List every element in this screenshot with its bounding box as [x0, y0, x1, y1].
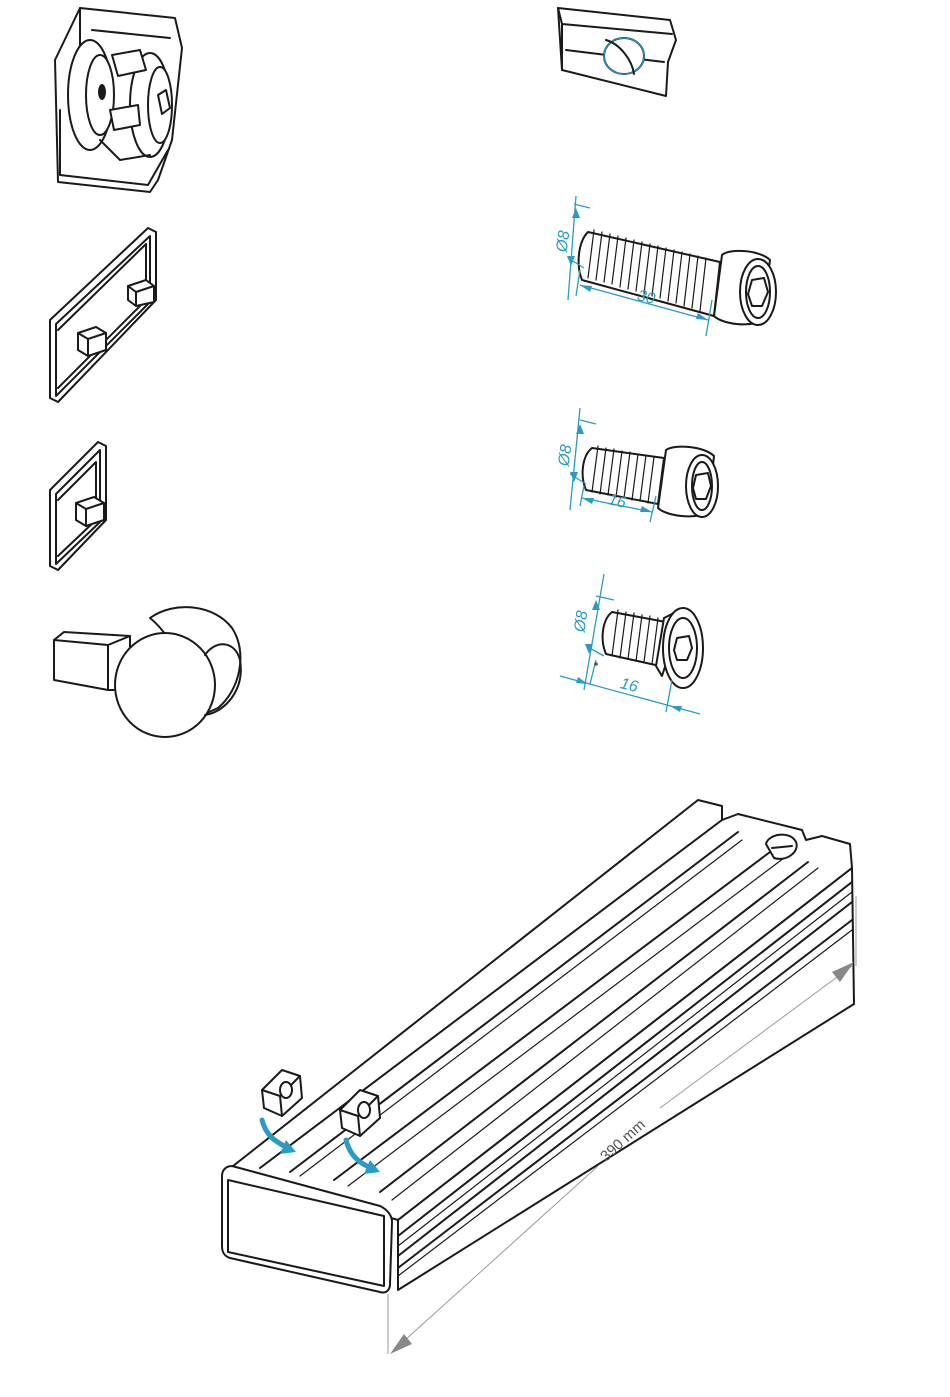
t-slot-nut-left-icon: [262, 1070, 302, 1116]
short-screw-diameter-label: Ø8: [556, 444, 576, 469]
aluminium-profile-icon: [222, 800, 854, 1293]
socket-head-screw-16-icon: [583, 446, 718, 517]
long-screw-diameter-label: Ø8: [554, 230, 574, 255]
angle-bracket-icon: [55, 8, 182, 192]
socket-head-screw-30-icon: [579, 230, 776, 325]
t-handle-knob-icon: [54, 607, 241, 737]
countersunk-screw-diameter-label: Ø8: [572, 610, 592, 635]
large-end-cap-icon: [50, 228, 156, 402]
small-end-cap-icon: [50, 442, 106, 570]
short-screw-length-label: 16: [606, 491, 627, 512]
t-slot-nut-icon: [558, 8, 676, 96]
countersunk-screw-16-icon: [603, 608, 703, 688]
